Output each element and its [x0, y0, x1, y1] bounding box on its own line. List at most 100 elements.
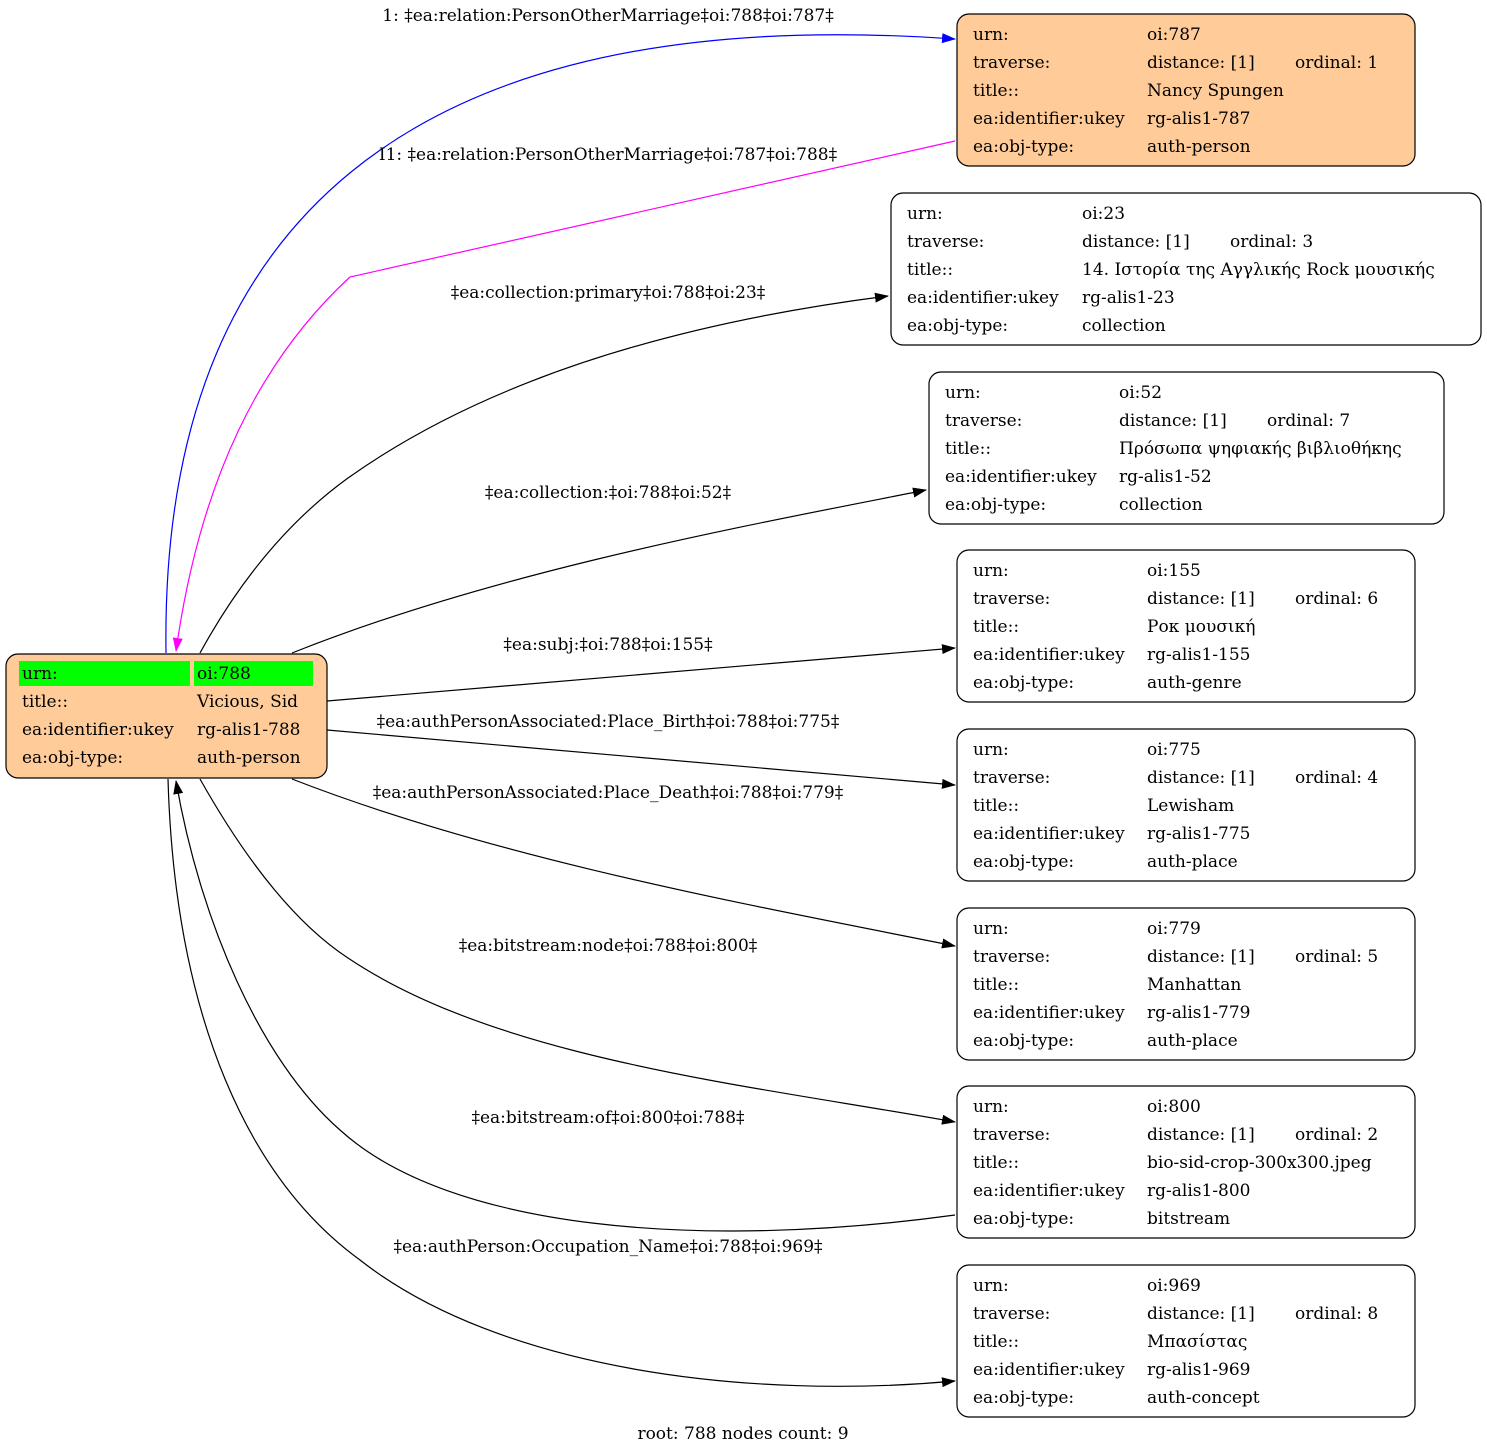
- urn-key: urn:: [973, 919, 1009, 939]
- ordinal-value: ordinal: 5: [1295, 947, 1378, 967]
- urn-key: urn:: [973, 561, 1009, 581]
- edge-8: [199, 778, 956, 1125]
- title-value: Μπασίστας: [1147, 1332, 1247, 1352]
- root-title-key: title::: [22, 692, 68, 712]
- node-box: [956, 1085, 1416, 1239]
- root-ukey-value: rg-alis1-788: [197, 720, 301, 740]
- edge-3: [199, 292, 889, 654]
- edge-label-7: ‡ea:authPersonAssociated:Place_Death‡oi:…: [373, 783, 844, 803]
- title-value: Ροκ μουσική: [1147, 617, 1255, 637]
- ukey-key: ea:identifier:ukey: [973, 1360, 1125, 1380]
- title-value: Nancy Spungen: [1147, 81, 1284, 101]
- node-box: [956, 728, 1416, 882]
- objtype-key: ea:obj-type:: [973, 1388, 1074, 1408]
- ukey-key: ea:identifier:ukey: [973, 109, 1125, 129]
- traverse-key: traverse:: [973, 768, 1050, 788]
- root-urn-value-highlight: [194, 661, 313, 686]
- root-objtype-value: auth-person: [197, 748, 301, 768]
- objtype-key: ea:obj-type:: [945, 495, 1046, 515]
- urn-value: oi:787: [1147, 25, 1201, 45]
- edge-6: [326, 729, 956, 789]
- node-box: [890, 192, 1482, 346]
- root-title-value: Vicious, Sid: [196, 692, 298, 712]
- title-key: title::: [907, 260, 953, 280]
- ordinal-value: ordinal: 2: [1295, 1125, 1378, 1145]
- node-oi-787[interactable]: urn: oi:787 traverse: distance: [1] ordi…: [956, 13, 1416, 167]
- edge-5: [326, 644, 956, 702]
- ukey-value: rg-alis1-23: [1082, 288, 1175, 308]
- ukey-key: ea:identifier:ukey: [973, 1181, 1125, 1201]
- objtype-value: auth-person: [1147, 137, 1251, 157]
- ukey-key: ea:identifier:ukey: [973, 645, 1125, 665]
- edge-1: [165, 33, 956, 654]
- edge-10: [167, 778, 956, 1388]
- node-box: [956, 907, 1416, 1061]
- ukey-key: ea:identifier:ukey: [907, 288, 1059, 308]
- objtype-value: auth-genre: [1147, 673, 1242, 693]
- title-value: 14. Ιστορία της Αγγλικής Rock μουσικής: [1082, 260, 1435, 280]
- node-oi-969[interactable]: urn: oi:969 traverse: distance: [1] ordi…: [956, 1264, 1416, 1418]
- urn-value: oi:969: [1147, 1276, 1201, 1296]
- edges: [165, 33, 956, 1388]
- title-key: title::: [973, 81, 1019, 101]
- ordinal-value: ordinal: 8: [1295, 1304, 1378, 1324]
- urn-value: oi:23: [1082, 204, 1125, 224]
- node-box: [956, 13, 1416, 167]
- distance-value: distance: [1]: [1147, 1304, 1255, 1324]
- root-ukey-key: ea:identifier:ukey: [22, 720, 174, 740]
- node-oi-52[interactable]: urn: oi:52 traverse: distance: [1] ordin…: [928, 371, 1445, 525]
- urn-key: urn:: [973, 25, 1009, 45]
- title-key: title::: [973, 1332, 1019, 1352]
- title-key: title::: [973, 617, 1019, 637]
- edge-7: [291, 778, 956, 949]
- edge-label-10: ‡ea:authPerson:Occupation_Name‡oi:788‡oi…: [393, 1237, 823, 1257]
- traverse-key: traverse:: [907, 232, 984, 252]
- edge-label-9: ‡ea:bitstream:of‡oi:800‡oi:788‡: [471, 1108, 745, 1128]
- traverse-key: traverse:: [973, 53, 1050, 73]
- traverse-key: traverse:: [973, 589, 1050, 609]
- root-urn-key-highlight: [19, 661, 190, 686]
- edge-label-1: 1: ‡ea:relation:PersonOtherMarriage‡oi:7…: [382, 6, 834, 26]
- distance-value: distance: [1]: [1147, 1125, 1255, 1145]
- node-oi-775[interactable]: urn: oi:775 traverse: distance: [1] ordi…: [956, 728, 1416, 882]
- edge-2: [172, 140, 956, 652]
- node-oi-23[interactable]: urn: oi:23 traverse: distance: [1] ordin…: [890, 192, 1482, 346]
- objtype-value: auth-place: [1147, 852, 1238, 872]
- urn-key: urn:: [907, 204, 943, 224]
- edge-label-8: ‡ea:bitstream:node‡oi:788‡oi:800‡: [459, 936, 758, 956]
- root-objtype-key: ea:obj-type:: [22, 748, 123, 768]
- node-oi-155[interactable]: urn: oi:155 traverse: distance: [1] ordi…: [956, 549, 1416, 703]
- ordinal-value: ordinal: 1: [1295, 53, 1378, 73]
- root-node[interactable]: urn: oi:788 title:: Vicious, Sid ea:iden…: [5, 653, 328, 779]
- distance-value: distance: [1]: [1082, 232, 1190, 252]
- edge-label-2: I1: ‡ea:relation:PersonOtherMarriage‡oi:…: [379, 145, 838, 165]
- title-key: title::: [973, 1153, 1019, 1173]
- edge-4: [291, 487, 927, 654]
- objtype-value: auth-place: [1147, 1031, 1238, 1051]
- title-key: title::: [973, 796, 1019, 816]
- distance-value: distance: [1]: [1147, 947, 1255, 967]
- urn-value: oi:155: [1147, 561, 1201, 581]
- ukey-value: rg-alis1-52: [1119, 467, 1212, 487]
- traverse-key: traverse:: [973, 947, 1050, 967]
- ukey-value: rg-alis1-775: [1147, 824, 1251, 844]
- title-key: title::: [973, 975, 1019, 995]
- objtype-value: collection: [1082, 316, 1166, 336]
- ukey-value: rg-alis1-155: [1147, 645, 1251, 665]
- node-oi-800[interactable]: urn: oi:800 traverse: distance: [1] ordi…: [956, 1085, 1416, 1239]
- edge-label-4: ‡ea:collection:‡oi:788‡oi:52‡: [485, 483, 732, 503]
- edge-labels: 1: ‡ea:relation:PersonOtherMarriage‡oi:7…: [373, 6, 844, 1257]
- urn-value: oi:775: [1147, 740, 1201, 760]
- ukey-value: rg-alis1-787: [1147, 109, 1251, 129]
- graph-footer: root: 788 nodes count: 9: [637, 1424, 848, 1444]
- ordinal-value: ordinal: 3: [1230, 232, 1313, 252]
- node-oi-779[interactable]: urn: oi:779 traverse: distance: [1] ordi…: [956, 907, 1416, 1061]
- node-box: [956, 1264, 1416, 1418]
- objtype-key: ea:obj-type:: [973, 673, 1074, 693]
- edge-label-3: ‡ea:collection:primary‡oi:788‡oi:23‡: [451, 283, 766, 303]
- traverse-key: traverse:: [945, 411, 1022, 431]
- title-value: Manhattan: [1147, 975, 1241, 995]
- ukey-key: ea:identifier:ukey: [973, 824, 1125, 844]
- edge-label-5: ‡ea:subj:‡oi:788‡oi:155‡: [503, 635, 713, 655]
- ukey-value: rg-alis1-800: [1147, 1181, 1251, 1201]
